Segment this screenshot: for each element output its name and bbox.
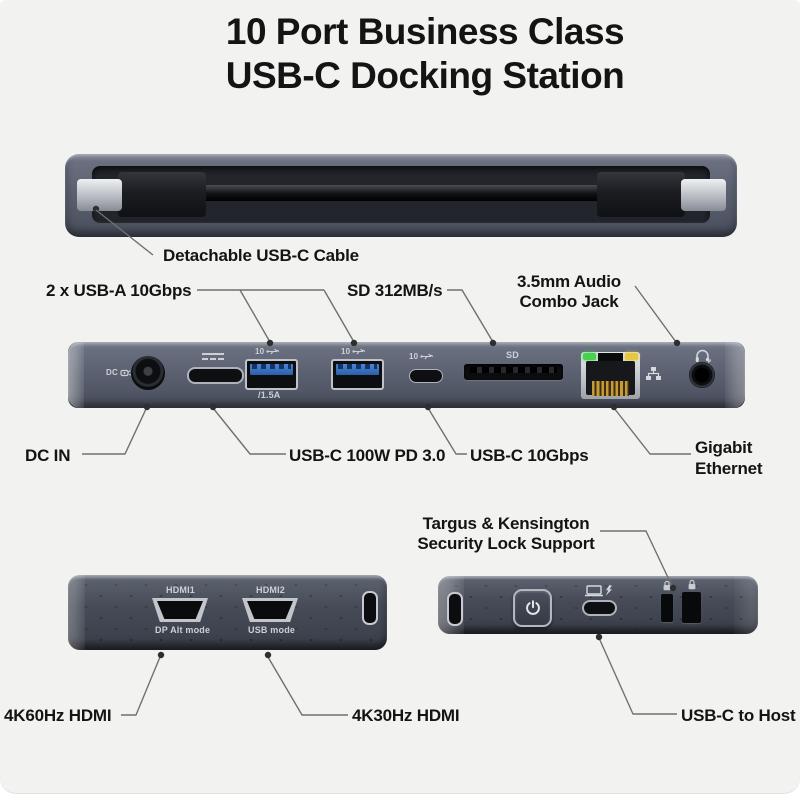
callout-audio-line2: Combo Jack	[519, 292, 619, 311]
callout-audio: 3.5mm Audio Combo Jack	[505, 272, 633, 312]
usbc-10g-port	[409, 369, 443, 383]
title-line-1: 10 Port Business Class	[225, 11, 625, 52]
audio-combo-jack	[689, 362, 715, 388]
callout-audio-line1: 3.5mm Audio	[517, 272, 621, 291]
callout-security-lock: Targus & Kensington Security Lock Suppor…	[414, 514, 598, 554]
usbc-pd-port	[187, 367, 244, 384]
callout-ethernet-line2: Ethernet	[695, 459, 763, 478]
hdmi2-port	[242, 598, 298, 622]
usbc-host-port	[582, 600, 617, 616]
lock-icon	[688, 579, 696, 590]
hdmi1-mode-label: DP Alt mode	[155, 625, 211, 635]
back-texture	[78, 579, 377, 646]
ethernet-port	[581, 352, 640, 399]
front-right-cap	[725, 342, 745, 408]
back-side-usbc-port	[362, 591, 378, 625]
callout-usbc-pd: USB-C 100W PD 3.0	[289, 446, 446, 465]
callout-usbc-host: USB-C to Host	[681, 706, 796, 725]
dock-back-view	[68, 575, 387, 650]
usba2-speed-mark: 10	[341, 347, 366, 356]
callout-dc-in: DC IN	[25, 446, 71, 465]
usba1-tongue	[250, 364, 293, 375]
usba2-contacts	[338, 364, 377, 369]
usba1-current-mark: /1.5A	[258, 390, 281, 400]
laptop-charging-icon	[585, 585, 612, 597]
callout-detachable-cable: Detachable USB-C Cable	[163, 246, 359, 265]
lock-icon	[663, 580, 671, 591]
ethernet-icon	[646, 367, 661, 380]
ethernet-led-green	[583, 353, 596, 360]
targus-lock-slot	[661, 594, 673, 622]
dock-front-view	[68, 342, 745, 408]
hdmi2-label: HDMI2	[256, 585, 286, 595]
usba1-speed-text: 10	[255, 347, 265, 356]
usba1-speed-mark: 10	[255, 347, 280, 356]
callout-ethernet: Gigabit Ethernet	[695, 437, 763, 479]
sd-slot-mark: SD	[506, 350, 519, 360]
usba2-tongue	[336, 364, 379, 375]
power-icon	[525, 600, 540, 615]
sd-slot-teeth	[470, 367, 557, 373]
usbc-plug-left	[118, 172, 206, 217]
usba-port-2	[331, 359, 384, 390]
usbc10g-speed-mark: 10	[409, 352, 434, 361]
hdmi1-port	[152, 598, 208, 622]
usbc-connector-tip-left	[77, 179, 122, 211]
dc-plug-icon	[120, 369, 131, 377]
usbc-plug-right	[597, 172, 685, 217]
front-left-cap	[68, 342, 84, 408]
ethernet-pins	[592, 381, 629, 396]
sd-card-slot	[464, 364, 563, 380]
callout-hdmi1-4k60: 4K60Hz HDMI	[4, 706, 112, 725]
side-right-cap	[734, 576, 758, 634]
hdmi2-mode-label: USB mode	[248, 625, 296, 635]
usb-ss-icon	[352, 348, 366, 355]
callout-usba: 2 x USB-A 10Gbps	[46, 281, 192, 300]
headset-icon	[695, 349, 711, 363]
power-button	[513, 589, 552, 627]
page-title: 10 Port Business Class USB-C Docking Sta…	[50, 10, 800, 98]
dc-port-mark: DC	[106, 367, 131, 378]
usba-port-1	[245, 359, 298, 390]
dc-in-jack	[131, 356, 165, 390]
kensington-lock-slot	[682, 592, 701, 623]
usb-ss-icon	[420, 353, 434, 360]
usbc10g-speed-text: 10	[409, 352, 419, 361]
side-usbc-port	[447, 592, 463, 626]
callout-security-line1: Targus & Kensington	[422, 514, 590, 533]
usb-ss-icon	[266, 348, 280, 355]
back-left-cap	[68, 575, 85, 650]
usba1-contacts	[252, 364, 291, 369]
dc-mark-text: DC	[106, 368, 118, 377]
callout-sd: SD 312MB/s	[347, 281, 443, 300]
hdmi1-label: HDMI1	[166, 585, 196, 595]
power-delivery-icon	[202, 353, 224, 360]
callout-ethernet-line1: Gigabit	[695, 438, 753, 457]
callout-security-line2: Security Lock Support	[417, 534, 595, 553]
title-line-2: USB-C Docking Station	[225, 55, 625, 96]
usbc-cable	[196, 185, 606, 201]
callout-hdmi2-4k30: 4K30Hz HDMI	[352, 706, 460, 725]
usba2-speed-text: 10	[341, 347, 351, 356]
ethernet-led-amber	[625, 353, 638, 360]
usbc-connector-tip-right	[681, 179, 726, 211]
callout-usbc-10g: USB-C 10Gbps	[470, 446, 589, 465]
